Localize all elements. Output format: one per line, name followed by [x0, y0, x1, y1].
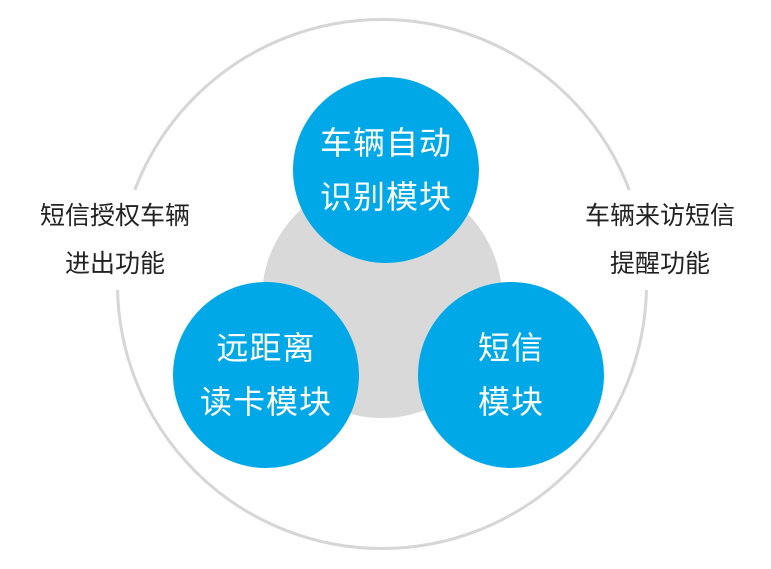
module-long-range-reader-line1: 远距离	[216, 329, 316, 367]
module-long-range-reader: 远距离 读卡模块	[173, 282, 359, 468]
ring-gap-left	[100, 190, 140, 290]
side-label-visitor-sms-reminder: 车辆来访短信 提醒功能	[570, 192, 750, 288]
module-sms: 短信 模块	[418, 282, 604, 468]
module-vehicle-recognition-line2: 识别模块	[319, 178, 452, 216]
ring-gap-right	[624, 190, 664, 290]
side-label-sms-authorization-line2: 进出功能	[64, 249, 165, 278]
side-label-sms-authorization-line1: 短信授权车辆	[39, 201, 190, 230]
side-label-visitor-sms-reminder-line2: 提醒功能	[609, 249, 710, 278]
side-label-sms-authorization: 短信授权车辆 进出功能	[20, 192, 210, 288]
module-sms-line2: 模块	[477, 383, 544, 421]
module-vehicle-recognition: 车辆自动 识别模块	[293, 77, 479, 263]
module-sms-line1: 短信	[477, 329, 544, 367]
module-vehicle-recognition-line1: 车辆自动	[319, 124, 452, 162]
side-label-visitor-sms-reminder-line1: 车辆来访短信	[584, 201, 735, 230]
module-long-range-reader-line2: 读卡模块	[199, 383, 332, 421]
